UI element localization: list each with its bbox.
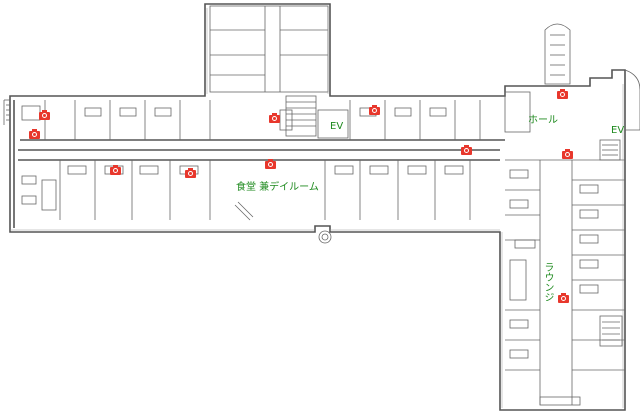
camera-icon[interactable] <box>110 165 121 175</box>
elevator-label-right: EV <box>611 125 625 136</box>
camera-icon[interactable] <box>29 129 40 139</box>
dining-dayroom-label: 食堂 兼デイルーム <box>236 182 319 193</box>
outer-walls <box>9 3 626 411</box>
east-wing <box>504 23 640 406</box>
window-bands <box>10 8 624 408</box>
west-end <box>3 99 10 125</box>
hall-label: ホール <box>528 115 558 126</box>
camera-icon[interactable] <box>557 89 568 99</box>
camera-icon[interactable] <box>265 159 276 169</box>
upper-rooms <box>21 100 481 140</box>
camera-icon[interactable] <box>39 110 50 120</box>
camera-icon[interactable] <box>185 168 196 178</box>
dining-area-details <box>234 109 332 244</box>
camera-icon[interactable] <box>369 105 380 115</box>
north-block <box>209 5 349 139</box>
elevator-label-left: EV <box>330 121 344 132</box>
camera-icon[interactable] <box>562 149 573 159</box>
camera-icon[interactable] <box>558 293 569 303</box>
camera-icon[interactable] <box>461 145 472 155</box>
camera-icon[interactable] <box>269 113 280 123</box>
lounge-label: ラウンジ <box>542 262 553 302</box>
